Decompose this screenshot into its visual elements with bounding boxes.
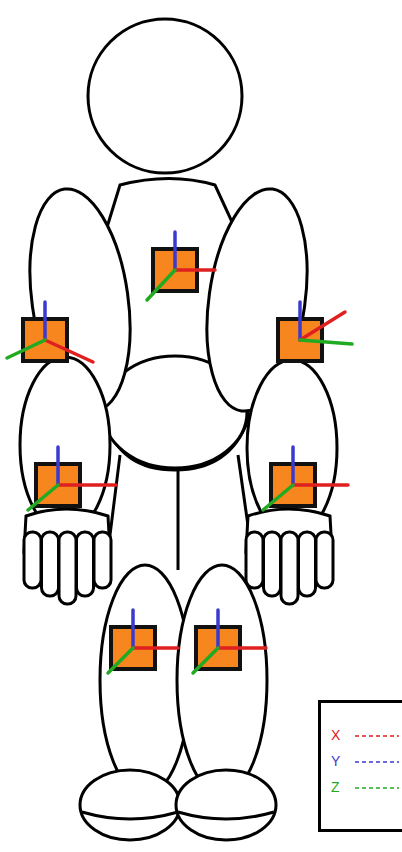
x-axis <box>218 646 266 650</box>
imu-sensor <box>7 302 93 362</box>
hand <box>24 509 111 604</box>
legend-row: Y <box>331 751 401 771</box>
y-axis <box>216 610 220 648</box>
right-foot <box>176 770 276 840</box>
finger <box>281 532 298 604</box>
legend-sample <box>353 751 401 771</box>
finger <box>94 532 111 588</box>
legend-label: Z <box>331 779 340 795</box>
imu-sensor <box>147 232 215 300</box>
z-axis <box>7 340 45 358</box>
y-axis <box>173 232 177 270</box>
finger <box>59 532 76 604</box>
legend-sample <box>353 725 401 745</box>
finger <box>316 532 333 588</box>
finger <box>246 532 263 588</box>
foot-line <box>178 812 274 819</box>
imu-sensor <box>278 302 352 361</box>
finger <box>264 532 281 596</box>
x-axis <box>300 312 345 340</box>
y-axis <box>43 302 47 340</box>
imu-sensor <box>263 447 348 510</box>
right-thigh <box>177 565 267 795</box>
foot-line <box>82 812 178 819</box>
legend-label: X <box>331 727 340 743</box>
left-foot <box>80 770 180 840</box>
x-axis <box>45 340 93 362</box>
z-axis <box>300 340 352 344</box>
y-axis <box>131 610 135 648</box>
leg-divide <box>177 465 180 570</box>
z-axis <box>263 485 293 510</box>
y-axis <box>56 447 60 485</box>
imu-sensor <box>108 610 178 673</box>
x-axis <box>293 483 348 487</box>
x-axis <box>133 646 178 650</box>
left-forearm <box>20 357 110 533</box>
legend-label: Y <box>331 753 340 769</box>
finger <box>42 532 59 596</box>
legend-box: XYZ <box>318 700 402 832</box>
finger <box>299 532 316 596</box>
z-axis <box>108 648 133 673</box>
imu-sensor <box>193 610 266 673</box>
legend-sample <box>353 777 401 797</box>
z-axis <box>193 648 218 673</box>
head <box>88 19 242 173</box>
legend-row: Z <box>331 777 401 797</box>
hand <box>246 509 333 604</box>
legend-row: X <box>331 725 401 745</box>
finger <box>77 532 94 596</box>
z-axis <box>147 270 175 300</box>
y-axis <box>298 302 302 340</box>
x-axis <box>175 268 215 272</box>
y-axis <box>291 447 295 485</box>
finger <box>24 532 41 588</box>
imu-sensor <box>28 447 116 510</box>
x-axis <box>58 483 116 487</box>
z-axis <box>28 485 58 510</box>
